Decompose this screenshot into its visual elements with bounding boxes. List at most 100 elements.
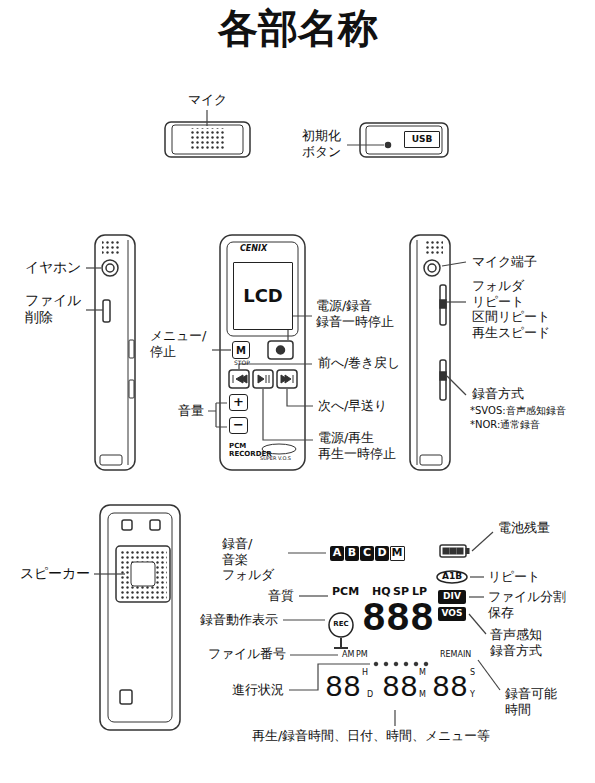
leader-line [290, 654, 338, 655]
leader-line [283, 619, 325, 620]
lcd-segment-text: D [367, 690, 373, 700]
leader-label: 音量 [178, 403, 204, 419]
bottom-view [386, 143, 391, 148]
lcd-segment-text: S [470, 668, 475, 678]
part-text: A1B [442, 572, 462, 582]
leader-line [470, 576, 484, 577]
front-view [268, 341, 293, 359]
right-side-view [425, 240, 443, 254]
leader-line [86, 309, 103, 310]
right-side-view [420, 455, 442, 465]
bottom-view [360, 123, 448, 157]
leader-label: 初期化 ボタン [302, 128, 341, 159]
leader-line [94, 573, 125, 574]
leader-line [469, 614, 486, 634]
back-view [131, 562, 155, 586]
leader-line [206, 110, 207, 126]
lcd-icons [404, 662, 408, 666]
leader-label: 録音動作表示 [200, 612, 278, 628]
part-text: REC [333, 621, 348, 629]
lcd-icons [440, 545, 466, 557]
lcd-segment-text: SP [393, 585, 409, 598]
lcd-icons [334, 545, 469, 666]
front-view [281, 375, 293, 383]
front-view [277, 370, 297, 388]
leader-line [208, 403, 227, 427]
leader-line [447, 376, 466, 395]
leader-label: マイク [188, 92, 227, 108]
lcd-icons [450, 548, 456, 554]
leader-label: ファイル分割 保存 [488, 589, 566, 620]
part-text: − [233, 418, 244, 432]
front-view [229, 370, 249, 388]
lcd-screen: LCD [233, 262, 293, 330]
leader-label: 録音方式 [472, 386, 524, 402]
folder-icon: C [360, 546, 374, 561]
leader-line [239, 364, 312, 369]
leader-label: 進行状況 [232, 682, 284, 698]
front-view [253, 370, 273, 388]
lcd-segment-text: HQ [372, 585, 391, 598]
leader-line [86, 110, 500, 726]
back-view [100, 505, 180, 730]
lcd-icons [374, 662, 378, 666]
left-side-view [102, 240, 120, 254]
back-view [150, 520, 160, 530]
note-text: *NOR:通常録音 [470, 419, 540, 431]
leader-label: 録音/音楽 フォルダ [222, 536, 274, 583]
lcd-segment-text: H [362, 668, 368, 678]
device-marking: SUPER V.O.S [260, 455, 291, 461]
leader-label: 電源/再生 再生一時停止 [318, 430, 396, 461]
back-view [100, 505, 180, 730]
part-text: DIV [443, 592, 461, 602]
bottom-view [366, 126, 442, 154]
lcd-segment-text: M [419, 690, 426, 700]
leader-line [288, 552, 326, 553]
leader-label: マイク端子 [472, 254, 537, 270]
right-side-view [424, 260, 440, 276]
leader-line [263, 389, 313, 440]
leader-line [299, 595, 328, 596]
part-text: M [392, 547, 403, 559]
part-text: VOS [442, 609, 463, 619]
leader-label: イヤホン [25, 259, 81, 276]
leader-label: 録音可能 時間 [505, 686, 557, 717]
leader-label: 電源/録音 録音一時停止 [316, 298, 394, 329]
page-title: 各部名称 [0, 4, 595, 52]
top-view [165, 122, 250, 157]
leader-label: 電池残量 [498, 520, 550, 536]
back-view [122, 520, 132, 530]
node-outline [437, 571, 467, 583]
right-side-view [440, 300, 446, 308]
left-side-view [129, 340, 134, 358]
leader-line [212, 349, 231, 350]
part-text: C [363, 547, 371, 559]
front-view [277, 346, 285, 354]
leader-label: メニュー/ 停止 [150, 328, 206, 359]
leader-line [347, 144, 384, 145]
leader-line [469, 596, 484, 597]
lcd-segment-text: 88 [432, 670, 468, 706]
leader-label: ファイル 削除 [25, 292, 81, 326]
right-side-view [417, 240, 418, 465]
leader-label: 前へ/巻き戻し [318, 355, 400, 371]
lcd-icons [384, 662, 388, 666]
leader-label: リピート [488, 569, 540, 585]
leader-label: フォルダ リピート 区間リピート 再生スピード [472, 278, 550, 340]
volume-down-button: − [229, 417, 248, 434]
node-outline [329, 613, 353, 637]
lcd-icons [394, 662, 398, 666]
lcd-icons [466, 549, 469, 554]
folder-icon: M [390, 546, 405, 561]
leader-line [478, 660, 500, 690]
lcd-segment-text: AM [342, 650, 354, 660]
leader-line [287, 389, 313, 406]
top-view [172, 125, 243, 154]
leader-line [86, 267, 101, 268]
usb-port: USB [404, 131, 440, 148]
folder-icon: B [345, 546, 359, 561]
lcd-icons [457, 548, 463, 554]
lcd-icons [443, 548, 449, 554]
leader-line [442, 262, 466, 266]
lcd-segment-text: Y [470, 690, 475, 700]
